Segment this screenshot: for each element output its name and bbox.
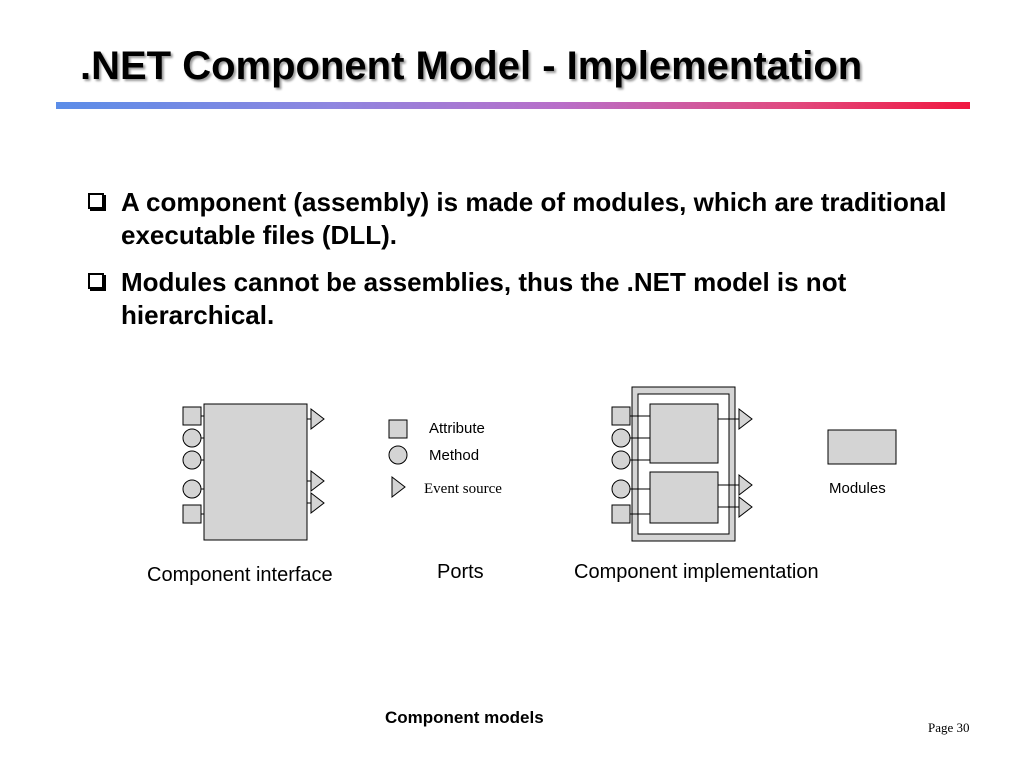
method-port-icon: [182, 450, 202, 470]
component-interface-box: [203, 403, 308, 541]
event-source-legend-icon: [391, 475, 406, 499]
page-number: Page 30: [928, 720, 970, 735]
module-box: [649, 403, 719, 464]
footer-title: Component models: [385, 708, 544, 727]
bullet-list: A component (assembly) is made of module…: [88, 186, 948, 346]
component-implementation-caption: Component implementation: [574, 561, 819, 583]
square-bullet-icon: [88, 273, 104, 289]
event-source-port-icon: [310, 469, 325, 493]
square-bullet-icon: [88, 193, 104, 209]
event-source-port-icon: [738, 495, 753, 519]
attribute-port-icon: [611, 406, 631, 426]
modules-legend-box: [827, 429, 897, 465]
attribute-port-icon: [182, 406, 202, 426]
modules-legend-label: Modules: [829, 480, 886, 497]
slide-title: .NET Component Model - Implementation: [80, 44, 863, 88]
method-legend-icon: [388, 445, 408, 465]
method-port-icon: [611, 428, 631, 448]
bullet-item: Modules cannot be assemblies, thus the .…: [88, 266, 948, 332]
method-port-icon: [182, 428, 202, 448]
component-interface-figure: [182, 403, 325, 541]
event-source-port-icon: [310, 407, 325, 431]
event-source-legend-label: Event source: [424, 481, 502, 497]
component-implementation-figure: [611, 386, 753, 542]
attribute-legend-label: Attribute: [429, 420, 485, 437]
attribute-port-icon: [182, 504, 202, 524]
method-port-icon: [611, 450, 631, 470]
bullet-text: Modules cannot be assemblies, thus the .…: [121, 267, 847, 330]
method-legend-label: Method: [429, 447, 480, 464]
method-port-icon: [182, 479, 202, 499]
event-source-port-icon: [310, 491, 325, 515]
bullet-item: A component (assembly) is made of module…: [88, 186, 948, 252]
event-source-port-icon: [738, 473, 753, 497]
attribute-port-icon: [611, 504, 631, 524]
title-underline-gradient: [56, 102, 970, 109]
event-source-port-icon: [738, 407, 753, 431]
ports-caption: Ports: [437, 561, 484, 583]
attribute-legend-icon: [388, 419, 408, 439]
bullet-text: A component (assembly) is made of module…: [121, 187, 947, 250]
module-box: [649, 471, 719, 524]
component-interface-caption: Component interface: [147, 564, 333, 586]
method-port-icon: [611, 479, 631, 499]
ports-legend: [388, 419, 408, 499]
